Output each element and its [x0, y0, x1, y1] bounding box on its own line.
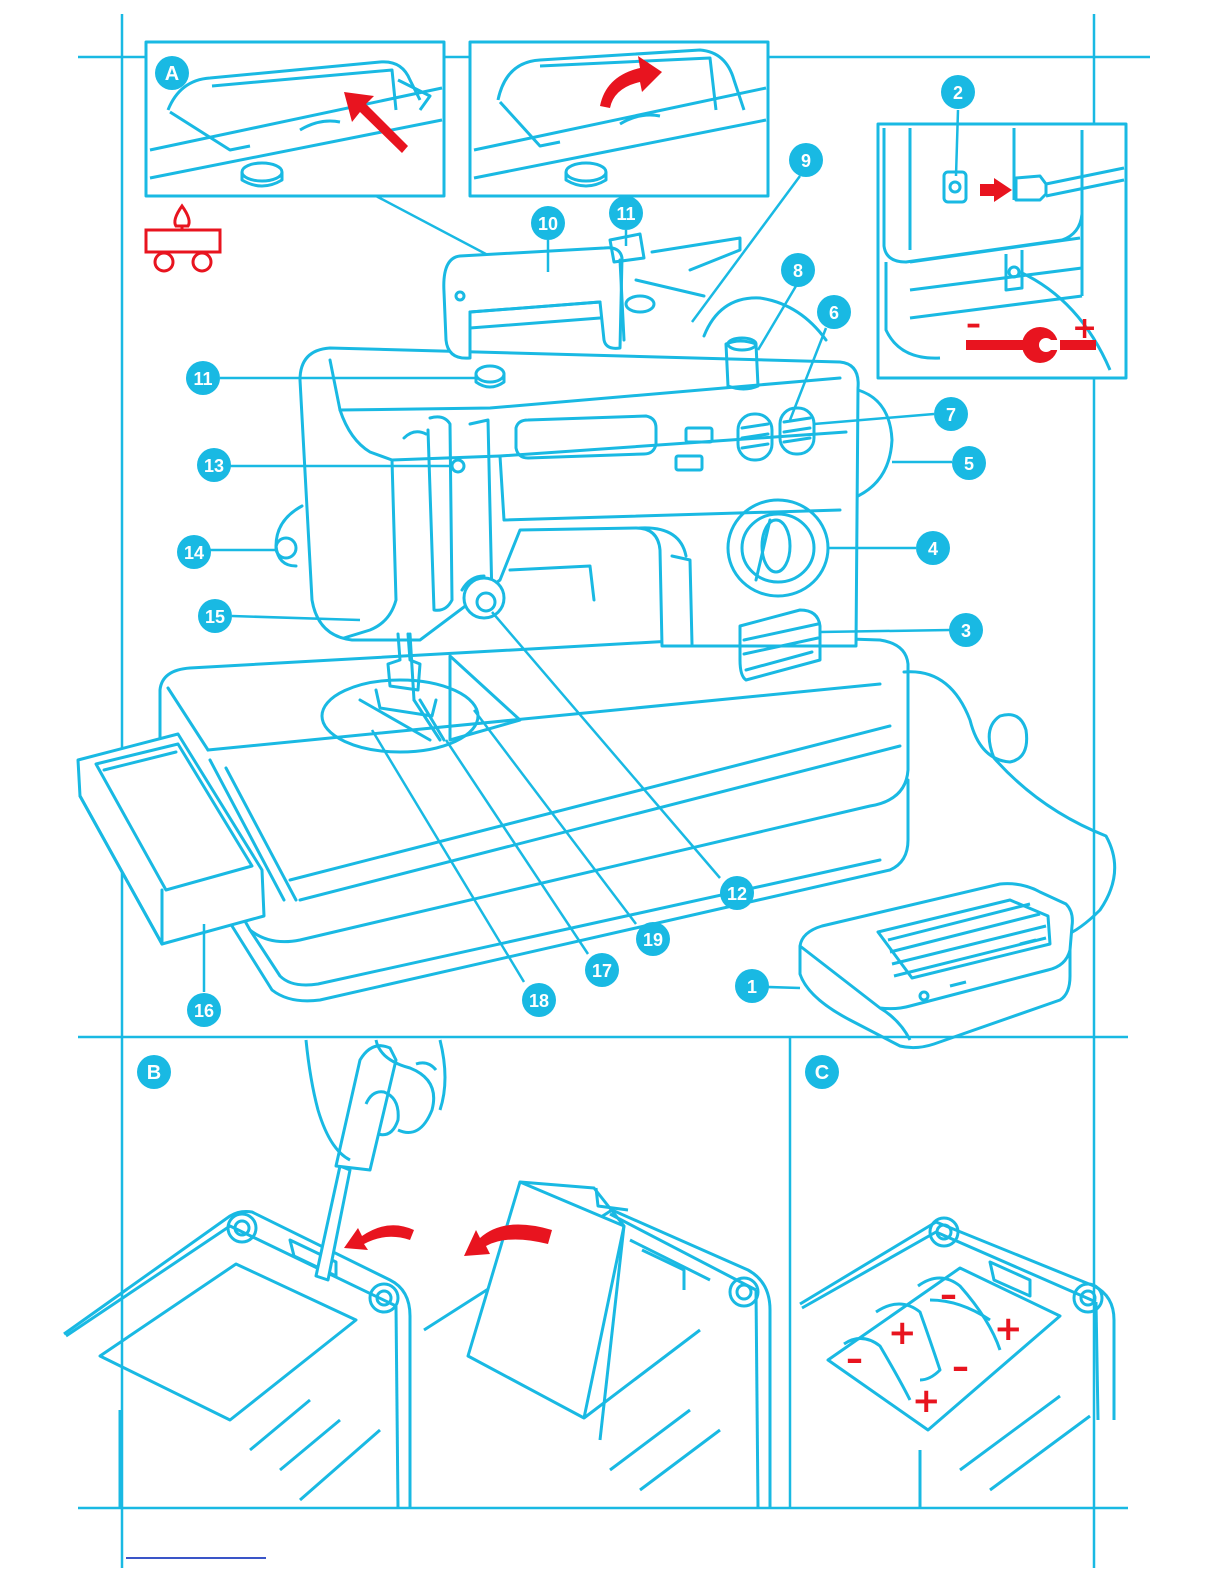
polarity-plus-label: +	[1072, 311, 1097, 346]
callout-14: 14	[177, 535, 211, 569]
callout-panel-a: A	[155, 56, 189, 90]
svg-text:16: 16	[194, 1001, 214, 1021]
callout-2: 2	[941, 75, 975, 109]
svg-text:4: 4	[928, 539, 938, 559]
callout-11-top: 11	[609, 196, 643, 230]
fragile-icon	[146, 206, 220, 271]
battery-sign: +	[994, 1309, 1023, 1349]
svg-text:3: 3	[961, 621, 971, 641]
callout-18: 18	[522, 983, 556, 1017]
svg-text:2: 2	[953, 83, 963, 103]
svg-text:18: 18	[529, 991, 549, 1011]
callout-16: 16	[187, 993, 221, 1027]
callout-3: 3	[949, 613, 983, 647]
callout-panel-c: C	[805, 1055, 839, 1089]
callout-5: 5	[952, 446, 986, 480]
svg-text:5: 5	[964, 454, 974, 474]
callout-11-side: 11	[186, 361, 220, 395]
svg-text:B: B	[147, 1062, 161, 1084]
svg-text:6: 6	[829, 303, 839, 323]
callout-12: 12	[720, 876, 754, 910]
battery-sign: –	[952, 1347, 969, 1387]
callout-8: 8	[781, 253, 815, 287]
panel-a-inset-2	[470, 42, 768, 196]
callout-panel-b: B	[137, 1055, 171, 1089]
svg-text:17: 17	[592, 961, 612, 981]
callout-4: 4	[916, 531, 950, 565]
svg-text:12: 12	[727, 884, 747, 904]
svg-text:15: 15	[205, 607, 225, 627]
battery-sign: +	[912, 1381, 941, 1421]
svg-text:8: 8	[793, 261, 803, 281]
callout-13: 13	[197, 448, 231, 482]
svg-text:A: A	[165, 63, 179, 85]
foot-pedal	[800, 884, 1072, 1048]
svg-text:19: 19	[643, 930, 663, 950]
svg-text:11: 11	[193, 369, 212, 389]
curved-arrow-icon	[344, 1225, 414, 1250]
callout-17: 17	[585, 953, 619, 987]
callout-15: 15	[198, 599, 232, 633]
callout-6: 6	[817, 295, 851, 329]
svg-text:9: 9	[801, 151, 811, 171]
svg-text:11: 11	[616, 204, 635, 224]
callout-7: 7	[934, 397, 968, 431]
callout-9: 9	[789, 143, 823, 177]
svg-text:13: 13	[204, 456, 224, 476]
svg-text:10: 10	[538, 214, 558, 234]
callout-19: 19	[636, 922, 670, 956]
battery-sign: +	[888, 1313, 917, 1353]
battery-polarity-marks: – + + – – +	[846, 1275, 1023, 1421]
svg-text:14: 14	[184, 543, 204, 563]
svg-text:7: 7	[946, 405, 956, 425]
polarity-minus-label: –	[966, 307, 981, 342]
panel-a-inset-1	[146, 42, 444, 196]
svg-text:1: 1	[747, 977, 757, 997]
battery-sign: –	[940, 1275, 957, 1315]
battery-sign: –	[846, 1339, 863, 1379]
callout-10: 10	[531, 206, 565, 240]
svg-text:C: C	[815, 1062, 829, 1084]
callout-1: 1	[735, 969, 769, 1003]
